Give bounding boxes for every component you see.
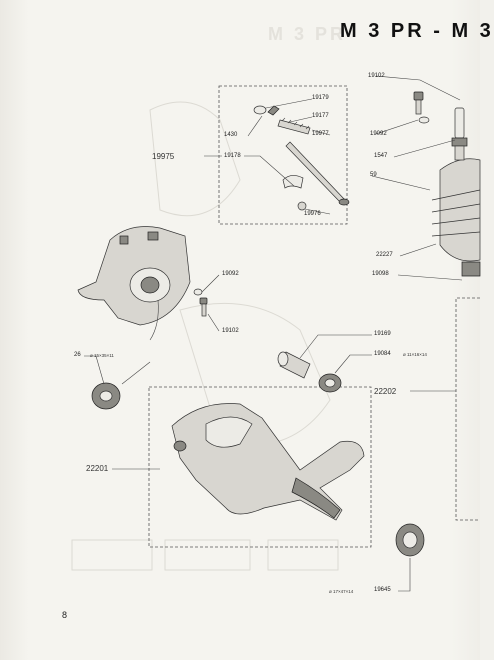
part-label-19084: 19084 xyxy=(374,351,391,357)
valve-group-box xyxy=(218,85,348,225)
part-label-19975: 19975 xyxy=(152,152,175,161)
valve-spring-part xyxy=(253,105,350,211)
part-label-19169: 19169 xyxy=(374,331,391,337)
valve-housing-part xyxy=(77,226,191,341)
part-label-19102-top: 19102 xyxy=(368,73,385,79)
part-label-19092-top: 19092 xyxy=(370,131,387,137)
part-label-19179: 19179 xyxy=(312,95,329,101)
part-label-22202: 22202 xyxy=(374,387,397,396)
part-label-19976: 19976 xyxy=(304,211,321,217)
part-label-1547: 1547 xyxy=(374,153,388,159)
show-through-title: M 3 PR xyxy=(268,24,347,44)
part-dim-19645: ø 17×47×14 xyxy=(329,589,354,594)
bushing-part xyxy=(277,351,311,379)
cylinder-group-box xyxy=(455,297,480,521)
cylinder-head-part xyxy=(431,158,481,277)
part-label-19092-mid: 19092 xyxy=(222,271,239,277)
ball-bearing-left-part xyxy=(91,361,151,410)
part-label-19177: 19177 xyxy=(312,113,329,119)
crankcase-part xyxy=(171,403,365,521)
part-label-19977: 19977 xyxy=(312,131,329,137)
part-label-19098: 19098 xyxy=(372,271,389,277)
part-label-19645: 19645 xyxy=(374,587,391,593)
part-label-22227: 22227 xyxy=(376,252,393,258)
screw-part-mid xyxy=(193,288,208,317)
part-label-26: 26 xyxy=(74,352,81,358)
needle-bearing-part xyxy=(318,373,342,393)
leader-lines xyxy=(84,75,463,592)
page-title: M 3 PR - M 3 xyxy=(340,20,494,42)
spark-plug-part xyxy=(451,107,468,161)
crankcase-group-box xyxy=(148,386,372,548)
screw-part-top xyxy=(413,91,430,124)
part-label-19178: 19178 xyxy=(224,153,241,159)
part-label-59: 59 xyxy=(370,172,377,178)
part-label-22201: 22201 xyxy=(86,464,109,473)
part-dim-26: ø 15×35×11 xyxy=(90,353,114,358)
part-dim-19084: ø 11×16×14 xyxy=(403,352,427,357)
ball-bearing-bottom-part xyxy=(395,523,425,557)
page-number: 8 xyxy=(62,610,68,620)
exploded-parts-diagram xyxy=(71,75,481,592)
part-label-1430: 1430 xyxy=(224,132,238,138)
part-label-19102-mid: 19102 xyxy=(222,328,239,334)
